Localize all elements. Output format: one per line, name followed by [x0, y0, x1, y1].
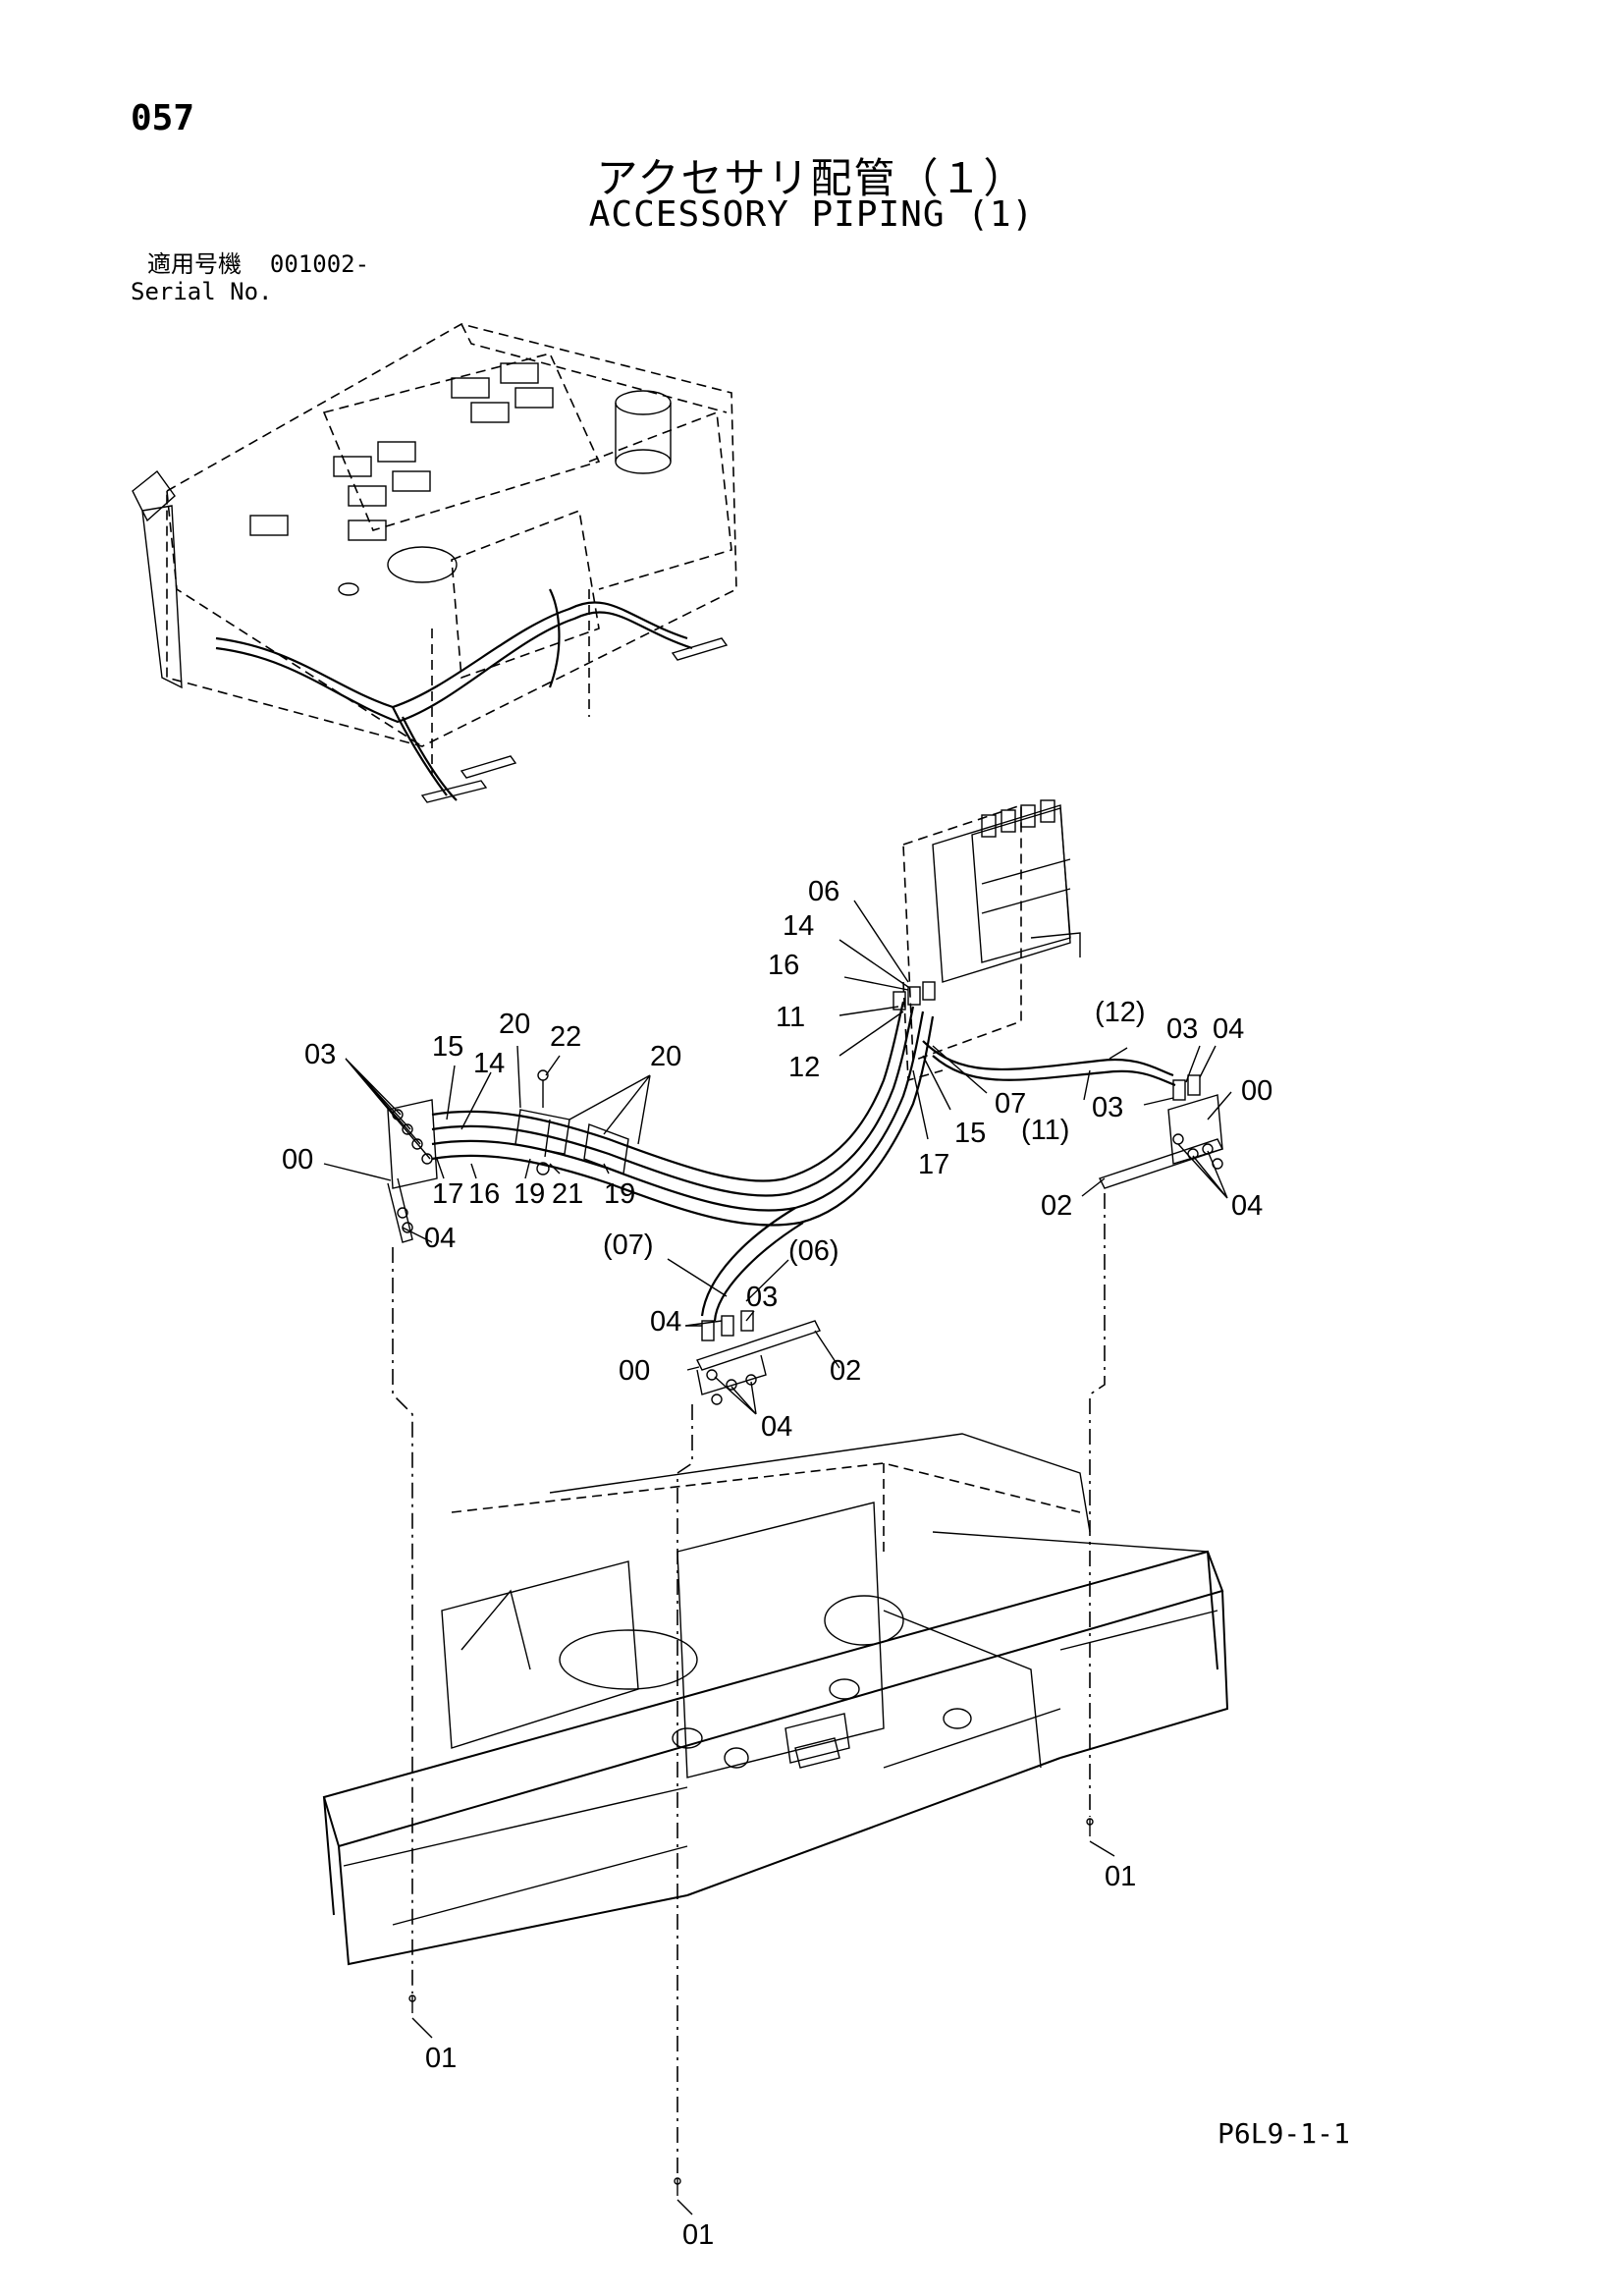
callout-01-right: 01 — [1105, 1861, 1136, 1892]
callout-04-center-top: 04 — [650, 1306, 681, 1338]
callout-21: 21 — [552, 1178, 583, 1210]
callout-15-left: 15 — [432, 1031, 463, 1063]
mounting-bolts — [408, 1818, 1094, 2196]
callout-20-b: 20 — [650, 1041, 681, 1072]
overview-upper-structure — [132, 323, 737, 803]
callout-02-center: 02 — [830, 1355, 861, 1387]
callout-06-top: 06 — [808, 876, 839, 907]
callout-22: 22 — [550, 1021, 581, 1053]
callout-03-right-top: 03 — [1166, 1013, 1198, 1045]
callout-04-right-top: 04 — [1213, 1013, 1244, 1045]
callout-20-a: 20 — [499, 1009, 530, 1040]
callout-12-paren: (12) — [1095, 997, 1146, 1028]
right-bracket-assembly — [1099, 1074, 1223, 1189]
serial-label-japanese: 適用号機 — [147, 250, 242, 278]
callout-11-top: 11 — [776, 1002, 805, 1033]
callout-19-a: 19 — [514, 1178, 545, 1210]
lower-frame — [322, 1433, 1229, 1966]
callout-19-b: 19 — [604, 1178, 635, 1210]
callout-12-top: 12 — [788, 1052, 820, 1083]
callout-15-mid: 15 — [954, 1118, 986, 1149]
callout-labels: 06 14 16 11 12 20 22 20 15 14 03 00 17 1… — [282, 876, 1272, 2251]
callout-17-mid: 17 — [918, 1149, 949, 1180]
callout-17-left: 17 — [432, 1178, 463, 1210]
page-number: 057 — [131, 98, 195, 138]
page-title-japanese: アクセサリ配管（１） — [596, 154, 1027, 202]
callout-07-mid: 07 — [995, 1088, 1026, 1120]
serial-label-english: Serial No. — [131, 278, 273, 305]
callout-03-right: 03 — [1092, 1092, 1123, 1123]
serial-number-block: 適用号機 001002- Serial No. — [131, 250, 369, 305]
callout-03-center: 03 — [746, 1282, 778, 1313]
leader-lines — [323, 900, 1232, 2215]
callout-14-top: 14 — [783, 910, 814, 942]
callout-16-left: 16 — [468, 1178, 500, 1210]
callout-04-center: 04 — [761, 1411, 792, 1443]
page-title-english: ACCESSORY PIPING (1) — [588, 194, 1035, 235]
callout-00-right: 00 — [1241, 1075, 1272, 1107]
callout-00-left: 00 — [282, 1144, 313, 1175]
callout-02-right: 02 — [1041, 1190, 1072, 1222]
callout-00-center: 00 — [619, 1355, 650, 1387]
callout-01-bottom: 01 — [682, 2219, 714, 2251]
left-bracket-assembly — [387, 1099, 438, 1243]
callout-14-left: 14 — [473, 1048, 505, 1079]
callout-01-left: 01 — [425, 2043, 457, 2074]
document-code: P6L9-1-1 — [1217, 2117, 1350, 2150]
callout-04-left: 04 — [424, 1223, 456, 1254]
serial-value: 001002- — [269, 250, 370, 278]
callout-06-paren: (06) — [788, 1235, 839, 1267]
hose-bundle — [431, 981, 1176, 1322]
callout-03-left: 03 — [304, 1039, 336, 1070]
callout-04-right: 04 — [1231, 1190, 1263, 1222]
mounting-reference-lines — [392, 1193, 1106, 2175]
callout-16-top: 16 — [768, 950, 799, 981]
callout-07-paren: (07) — [603, 1230, 654, 1261]
callout-11-paren: (11) — [1021, 1115, 1069, 1146]
center-bracket-assembly — [696, 1310, 821, 1405]
